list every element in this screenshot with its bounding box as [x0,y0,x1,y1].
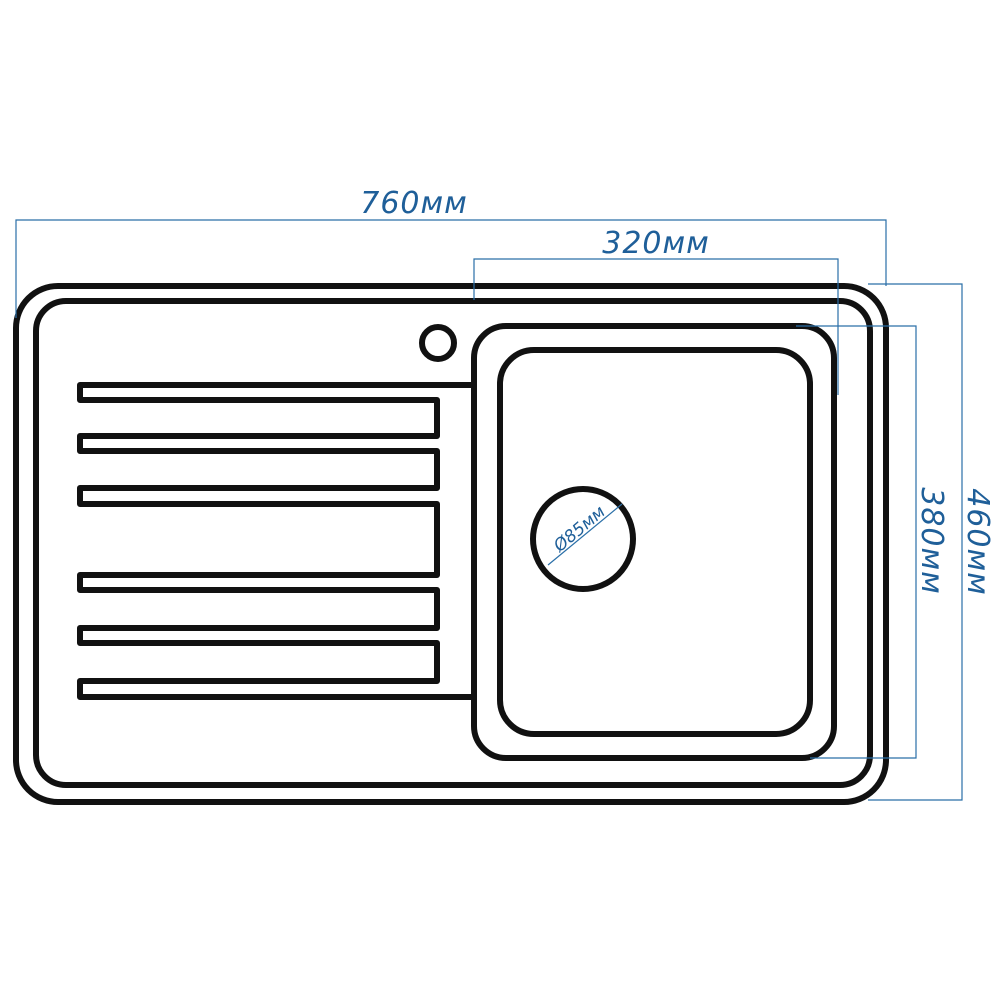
bowl-width-label: 320мм [602,226,710,261]
dimension-bowl-depth: 380мм [796,325,949,759]
bowl-outer-edge [471,323,837,761]
dimension-overall-width: 760мм [15,186,887,318]
drainboard-grooves [77,382,474,700]
tap-hole [419,324,457,362]
drain-hole [530,486,636,592]
drainboard-groove [77,382,474,700]
sink-outer-rim [13,283,889,805]
overall-width-line [15,219,887,318]
sink-inner-rim [33,298,873,788]
drain-diameter-line [547,503,623,566]
overall-depth-line [868,283,963,801]
bowl-depth-line [796,325,917,759]
sink-bowl: Ø85мм [471,323,837,761]
bowl-width-line [473,258,839,395]
dimension-overall-depth: 460мм [868,283,995,801]
drain-diameter-label: Ø85мм [549,502,609,557]
bowl-depth-label: 380мм [914,487,949,595]
dimension-bowl-width: 320мм [473,226,839,395]
sink-body [13,283,889,805]
overall-depth-label: 460мм [960,488,995,596]
overall-width-label: 760мм [360,186,468,221]
bowl-inner-edge [497,347,813,737]
